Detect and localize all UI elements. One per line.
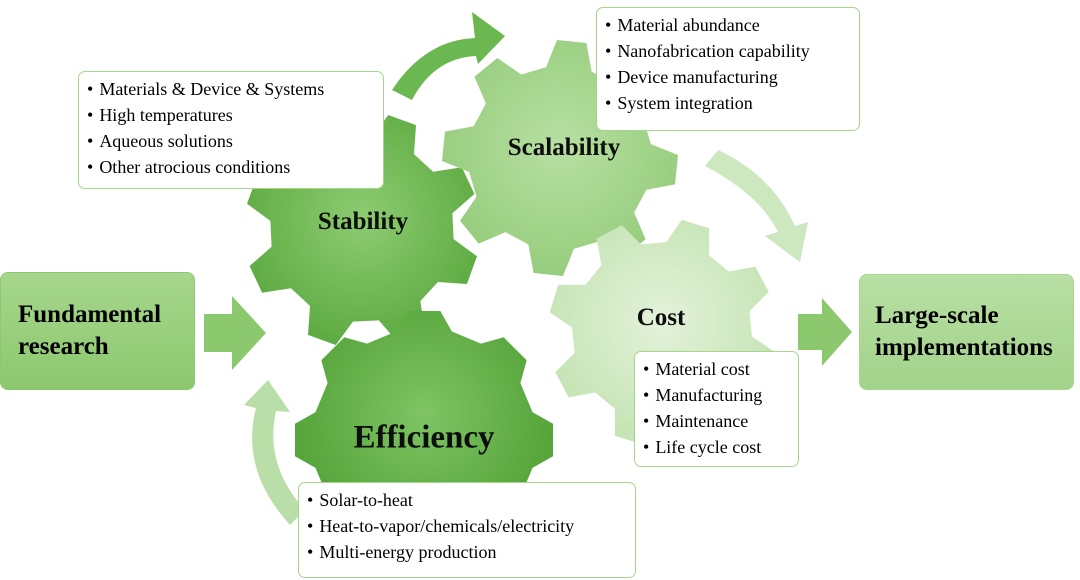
implementations-line-1: Large-scale	[875, 302, 999, 329]
scalability-label: Scalability	[507, 134, 621, 161]
fundamental-research-line-1: Fundamental	[18, 301, 162, 328]
stability-item: High temperatures	[87, 102, 375, 128]
stability-item: Aqueous solutions	[87, 128, 375, 154]
efficiency-info-box: Solar-to-heat Heat-to-vapor/chemicals/el…	[298, 482, 636, 578]
cost-item: Manufacturing	[643, 382, 790, 408]
cost-label: Cost	[636, 304, 686, 331]
stability-info-box: Materials & Device & Systems High temper…	[78, 71, 384, 189]
arrow-gears-to-implementations	[798, 298, 852, 366]
efficiency-label: Efficiency	[353, 419, 495, 456]
arrow-scalability-to-cost	[705, 150, 808, 262]
efficiency-item: Heat-to-vapor/chemicals/electricity	[307, 513, 627, 539]
stability-item: Other atrocious conditions	[87, 154, 375, 180]
efficiency-item: Solar-to-heat	[307, 487, 627, 513]
scalability-item: Material abundance	[605, 12, 851, 38]
scalability-info-box: Material abundance Nanofabrication capab…	[596, 7, 860, 131]
efficiency-item: Multi-energy production	[307, 539, 627, 565]
stability-label: Stability	[317, 208, 409, 235]
arrow-efficiency-loop	[244, 380, 305, 525]
cost-item: Maintenance	[643, 408, 790, 434]
arrow-research-to-gears	[204, 296, 266, 370]
scalability-item: Device manufacturing	[605, 64, 851, 90]
scalability-item: System integration	[605, 90, 851, 116]
fundamental-research-box: Fundamental research	[0, 272, 195, 390]
fundamental-research-line-2: research	[18, 333, 109, 360]
stability-item: Materials & Device & Systems	[87, 76, 375, 102]
scalability-item: Nanofabrication capability	[605, 38, 851, 64]
cost-info-box: Material cost Manufacturing Maintenance …	[634, 351, 799, 467]
implementations-line-2: implementations	[875, 334, 1053, 361]
arrow-stability-to-scalability	[392, 12, 505, 100]
cost-item: Material cost	[643, 356, 790, 382]
large-scale-implementations-box: Large-scale implementations	[859, 274, 1074, 390]
cost-item: Life cycle cost	[643, 434, 790, 460]
